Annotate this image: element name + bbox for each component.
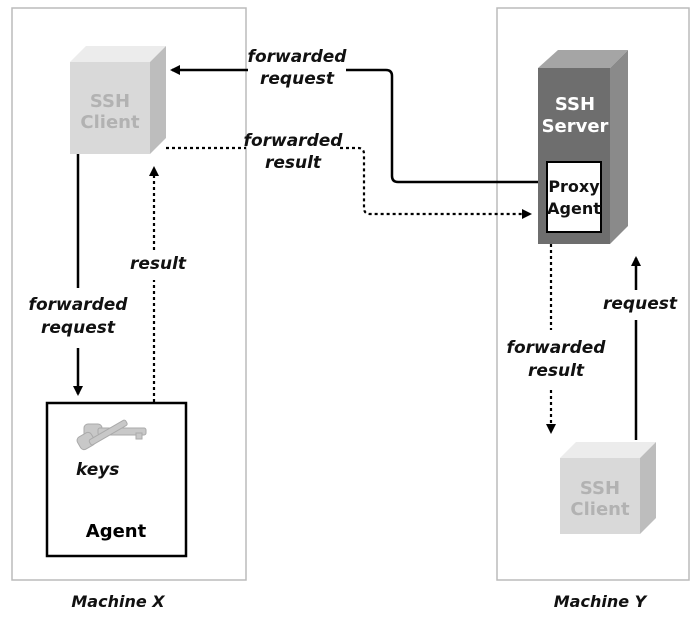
ssh-server-line2: Server xyxy=(542,116,609,137)
machine-y-container xyxy=(496,7,690,581)
label-forwarded-result-right-2: result xyxy=(528,361,585,381)
label-forwarded-request-left-1: forwarded xyxy=(29,295,129,315)
label-forwarded-result-right-1: forwarded xyxy=(507,338,607,358)
ssh-client-x-line2: Client xyxy=(80,112,140,133)
keys-label: keys xyxy=(76,460,119,480)
proxy-agent-line1: Proxy xyxy=(548,177,600,196)
arrow-forwarded-request-top xyxy=(172,70,538,184)
label-forwarded-request-left-2: request xyxy=(41,318,116,338)
machine-x-caption: Machine X xyxy=(71,592,165,611)
label-result-left: result xyxy=(130,254,187,274)
ssh-client-y-line1: SSH xyxy=(580,478,620,499)
ssh-client-y-line2: Client xyxy=(570,499,630,520)
keys-icon xyxy=(76,419,147,451)
arrow-forwarded-result-top xyxy=(166,146,530,214)
ssh-client-y-box: SSH Client xyxy=(560,442,656,534)
agent-box: keys Agent xyxy=(45,401,188,558)
label-forwarded-result-top-1: forwarded xyxy=(244,131,344,151)
ssh-client-x-box: SSH Client xyxy=(70,46,166,154)
agent-label: Agent xyxy=(86,521,147,542)
label-forwarded-request-top-2: request xyxy=(260,69,335,89)
label-request-right: request xyxy=(603,294,678,314)
proxy-agent-line2: Agent xyxy=(547,199,601,218)
proxy-agent-box: Proxy Agent xyxy=(546,161,602,233)
label-forwarded-request-top-1: forwarded xyxy=(248,47,348,67)
ssh-client-x-line1: SSH xyxy=(90,91,130,112)
ssh-server-line1: SSH xyxy=(555,94,595,115)
machine-y-caption: Machine Y xyxy=(554,592,648,611)
label-forwarded-result-top-2: result xyxy=(265,153,322,173)
machine-x-container xyxy=(11,7,247,581)
